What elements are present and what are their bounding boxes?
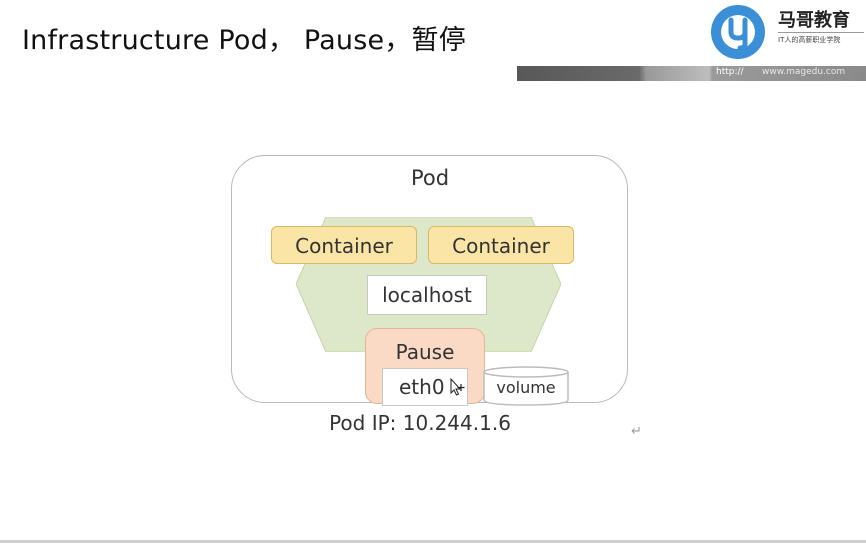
brand-logo: 马哥教育 IT人的高薪职业学院 <box>708 2 866 62</box>
localhost-box: localhost <box>367 275 487 315</box>
volume-cylinder <box>483 366 569 406</box>
paragraph-return-icon: ↵ <box>631 424 642 439</box>
move-cursor-icon <box>450 378 465 396</box>
container-box-2: Container <box>428 226 574 264</box>
magedu-logo-icon <box>711 5 765 59</box>
slide-title: Infrastructure Pod， Pause，暂停 <box>22 25 466 56</box>
container-box-1: Container <box>271 226 417 264</box>
url-banner <box>517 66 866 81</box>
pod-ip-label: Pod IP: 10.244.1.6 <box>329 411 511 435</box>
pause-label: Pause <box>395 340 455 364</box>
volume-label: volume <box>496 378 556 397</box>
pod-label: Pod <box>410 166 450 190</box>
url-site: www.magedu.com <box>762 67 846 77</box>
url-prefix: http:// <box>716 67 744 77</box>
brand-tagline: IT人的高薪职业学院 <box>778 32 864 45</box>
bottom-divider <box>0 540 866 543</box>
brand-name: 马哥教育 <box>778 10 850 31</box>
